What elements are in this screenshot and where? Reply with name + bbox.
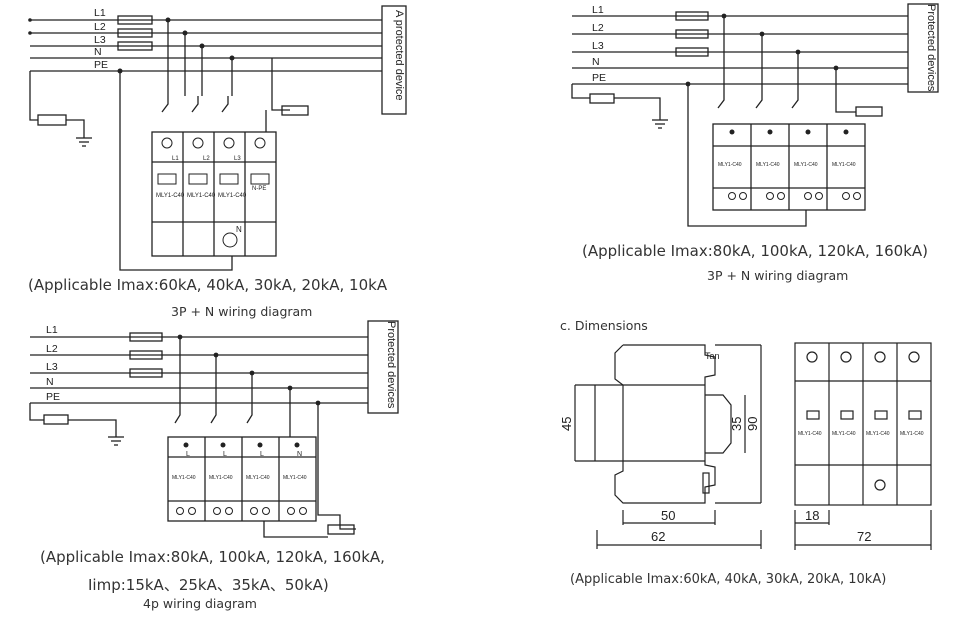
protected-devices-label: Protected devices [385, 321, 397, 409]
dim-90: 90 [745, 417, 760, 431]
caption-bottom-left-imax-2: Iimp:15kA、25kA、35kA、50kA) [88, 576, 329, 594]
terminal-label-3: L3 [234, 156, 241, 162]
caption-top-right-imax: (Applicable Imax:80kA, 100kA, 120kA, 160… [582, 242, 929, 260]
line-label-l2: L2 [46, 343, 58, 355]
line-label-l2: L2 [94, 21, 106, 33]
dimensions-title: c. Dimensions [560, 318, 648, 333]
module-model-2: MLY1-C40 [756, 162, 780, 168]
dim-module-model-3: MLY1-C40 [866, 431, 890, 437]
module-model-2: MLY1-C40 [187, 193, 216, 199]
dimensions-drawing: 45 35 90 50 62 18 72 Tan MLY1-C40 MLY1-C… [559, 342, 932, 550]
line-label-n: N [592, 56, 600, 68]
caption-bottom-left-imax-1: (Applicable Imax:80kA, 100kA, 120kA, 160… [40, 548, 385, 566]
caption-dimensions-imax: (Applicable Imax:60kA, 40kA, 30kA, 20kA,… [570, 572, 887, 587]
line-label-l3: L3 [592, 40, 604, 52]
wiring-diagram-bottom-left: L1 L2 L3 N PE Protected devices L L L N … [29, 320, 399, 538]
line-label-n: N [46, 376, 54, 388]
module-model-4: MLY1-C40 [832, 162, 856, 168]
line-label-l3: L3 [94, 34, 106, 46]
b4-mark-1: L [186, 451, 190, 458]
line-label-pe: PE [94, 59, 108, 71]
protected-devices-label: Protected devices [925, 4, 937, 92]
n-mark: N [236, 225, 242, 234]
line-label-l3: L3 [46, 361, 58, 373]
npe-label: N-PE [252, 186, 266, 192]
dim-45: 45 [559, 417, 574, 431]
dim-module-model-4: MLY1-C40 [900, 431, 924, 437]
module-model-1: MLY1-C40 [156, 193, 185, 199]
terminal-label-1: L1 [172, 156, 179, 162]
dim-72: 72 [857, 529, 871, 544]
dim-62: 62 [651, 529, 665, 544]
dim-50: 50 [661, 508, 675, 523]
b4-mark-2: L [223, 451, 227, 458]
line-label-pe: PE [592, 72, 606, 84]
line-label-l1: L1 [592, 4, 604, 16]
caption-top-right-title: 3P + N wiring diagram [707, 268, 849, 283]
terminal-label-2: L2 [203, 156, 210, 162]
module-model-2: MLY1-C40 [209, 475, 233, 481]
protected-device-label: A protected device [393, 10, 405, 101]
module-model-3: MLY1-C40 [246, 475, 270, 481]
caption-bottom-left-title: 4p wiring diagram [143, 596, 257, 611]
caption-top-left-title: 3P + N wiring diagram [171, 304, 313, 319]
b4-mark-4: N [297, 451, 302, 458]
wiring-diagram-top-right: L1 L2 L3 N PE Protected devices MLY1-C40… [571, 3, 939, 227]
module-model-3: MLY1-C40 [794, 162, 818, 168]
b4-mark-3: L [260, 451, 264, 458]
wiring-diagram-top-left: L1 L2 L3 N PE A protected device L1 L2 L… [28, 5, 407, 271]
line-label-l1: L1 [94, 7, 106, 19]
module-model-1: MLY1-C40 [172, 475, 196, 481]
module-model-1: MLY1-C40 [718, 162, 742, 168]
rail-note: Tan [705, 351, 720, 361]
module-model-3: MLY1-C40 [218, 193, 247, 199]
dim-18: 18 [805, 508, 819, 523]
dim-module-model-1: MLY1-C40 [798, 431, 822, 437]
module-model-4: MLY1-C40 [283, 475, 307, 481]
dim-module-model-2: MLY1-C40 [832, 431, 856, 437]
line-label-l2: L2 [592, 22, 604, 34]
line-label-l1: L1 [46, 324, 58, 336]
dim-35: 35 [729, 417, 744, 431]
caption-top-left-imax: (Applicable Imax:60kA, 40kA, 30kA, 20kA,… [28, 276, 388, 294]
line-label-n: N [94, 46, 102, 58]
line-label-pe: PE [46, 391, 60, 403]
